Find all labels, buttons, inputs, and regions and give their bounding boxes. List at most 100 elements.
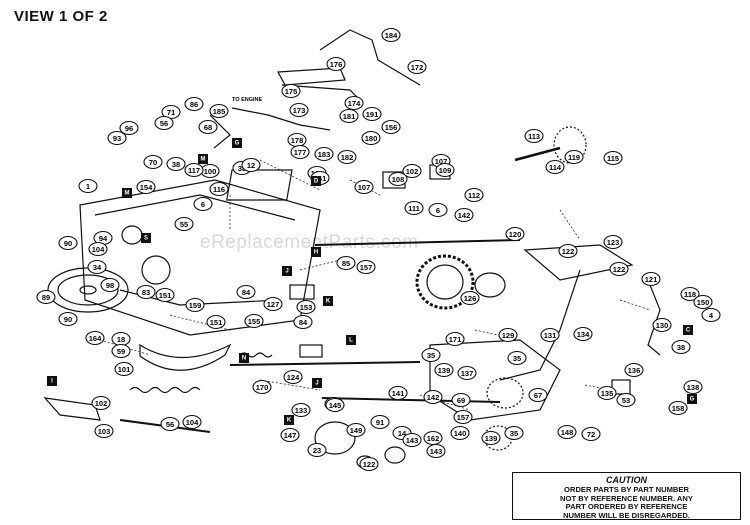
- sprocket: [314, 421, 356, 455]
- callout-label: 122: [363, 460, 376, 469]
- callout-label: 155: [248, 317, 261, 326]
- callout-label: 38: [238, 164, 246, 173]
- part-callout-184: 184: [381, 27, 401, 43]
- reference-marker-l: L: [346, 335, 356, 345]
- callout-label: 67: [534, 391, 542, 400]
- part-callout-174: 174: [344, 95, 364, 111]
- callout-label: 183: [318, 150, 331, 159]
- reference-marker-j: J: [312, 378, 322, 388]
- caution-line: NUMBER WILL BE DISREGARDED.: [563, 510, 690, 520]
- part-callout-4: 4: [701, 307, 721, 323]
- part-callout-129: 129: [498, 327, 518, 343]
- part-callout-171: 171: [445, 331, 465, 347]
- callout-label: 104: [186, 418, 199, 427]
- marker-label: J: [285, 269, 288, 275]
- view-title: VIEW 1 OF 2: [14, 8, 108, 25]
- part-callout-185: 185: [209, 103, 229, 119]
- part-callout-141: 141: [388, 385, 408, 401]
- gear-wheel: [415, 254, 475, 310]
- callout-label: 102: [406, 167, 419, 176]
- part-callout-172: 172: [407, 59, 427, 75]
- callout-label: 135: [601, 389, 614, 398]
- callout-label: 156: [385, 123, 398, 132]
- marker-label: H: [314, 250, 318, 256]
- shield-plate: [139, 343, 232, 371]
- caution-line: PART ORDERED BY REFERENCE: [565, 502, 688, 512]
- reference-marker-n: N: [239, 353, 249, 363]
- part-callout-124: 124: [283, 369, 303, 385]
- part-callout-164: 164: [85, 330, 105, 346]
- callout-label: 23: [313, 446, 321, 455]
- part-callout-93: 93: [107, 130, 127, 146]
- callout-label: 184: [385, 31, 398, 40]
- callout-label: 116: [213, 185, 225, 194]
- reference-marker-m: M: [198, 154, 208, 164]
- part-callout-176: 176: [326, 56, 346, 72]
- part-callout-12: 12: [241, 157, 261, 173]
- callout-label: 176: [330, 60, 343, 69]
- part-callout-91: 91: [370, 414, 390, 430]
- part-callout-23: 23: [307, 442, 327, 458]
- part-callout-59: 59: [111, 343, 131, 359]
- marker-label: L: [349, 338, 353, 344]
- part-callout-70: 70: [143, 154, 163, 170]
- part-callout-34: 34: [87, 259, 107, 275]
- part-callout-122: 122: [359, 456, 379, 472]
- part-callout-121: 121: [641, 271, 661, 287]
- callout-label: 35: [510, 429, 518, 438]
- top-plate: [226, 169, 293, 201]
- callout-label: 174: [348, 99, 361, 108]
- caution-body: ORDER PARTS BY PART NUMBER NOT BY REFERE…: [513, 485, 740, 520]
- part-callout-117: 117: [184, 162, 204, 178]
- part-callout-69: 69: [451, 392, 471, 408]
- part-callout-84: 84: [293, 314, 313, 330]
- callout-label: 34: [93, 263, 102, 272]
- callout-label: 120: [509, 230, 522, 239]
- part-callout-35: 35: [504, 425, 524, 441]
- callout-label: 164: [89, 334, 102, 343]
- part-callout-143: 143: [426, 443, 446, 459]
- part-callout-137: 137: [457, 365, 477, 381]
- callout-label: 107: [435, 157, 448, 166]
- callout-label: 6: [201, 200, 205, 209]
- spring: [129, 386, 201, 394]
- callout-label: 85: [342, 259, 350, 268]
- callout-label: 170: [256, 383, 269, 392]
- part-callout-85: 85: [336, 255, 356, 271]
- callout-label: 119: [568, 153, 580, 162]
- part-callout-147: 147: [280, 427, 300, 443]
- part-callout-89: 89: [36, 289, 56, 305]
- part-callout-157: 157: [453, 409, 473, 425]
- part-callout-142: 142: [454, 207, 474, 223]
- part-callout-180: 180: [361, 130, 381, 146]
- callout-label: 153: [300, 303, 313, 312]
- callout-label: 177: [294, 148, 307, 157]
- caution-line: ORDER PARTS BY PART NUMBER: [564, 485, 689, 494]
- lower-housing: [429, 339, 561, 421]
- caution-box: CAUTION ORDER PARTS BY PART NUMBER NOT B…: [512, 472, 741, 520]
- part-callout-127: 127: [263, 296, 283, 312]
- callout-label: 112: [468, 191, 480, 200]
- part-callout-126: 126: [460, 290, 480, 306]
- marker-label: J: [315, 381, 318, 387]
- marker-label: G: [690, 397, 695, 403]
- callout-label: 107: [358, 183, 371, 192]
- callout-label: 134: [577, 330, 590, 339]
- marker-label: C: [686, 328, 691, 334]
- part-callout-83: 83: [136, 284, 156, 300]
- part-callout-151: 151: [206, 314, 226, 330]
- part-callout-139: 139: [481, 430, 501, 446]
- callout-label: 181: [343, 112, 356, 121]
- part-callout-157: 157: [356, 259, 376, 275]
- part-callout-175: 175: [281, 83, 301, 99]
- part-callout-139: 139: [434, 362, 454, 378]
- part-callout-53: 53: [616, 392, 636, 408]
- callout-label: 159: [189, 301, 202, 310]
- callout-label: 182: [341, 153, 354, 162]
- callout-label: 1: [86, 182, 90, 191]
- part-callout-72: 72: [581, 426, 601, 442]
- callout-label: 100: [204, 167, 217, 176]
- callout-label: 71: [167, 108, 175, 117]
- callout-label: 12: [247, 161, 255, 170]
